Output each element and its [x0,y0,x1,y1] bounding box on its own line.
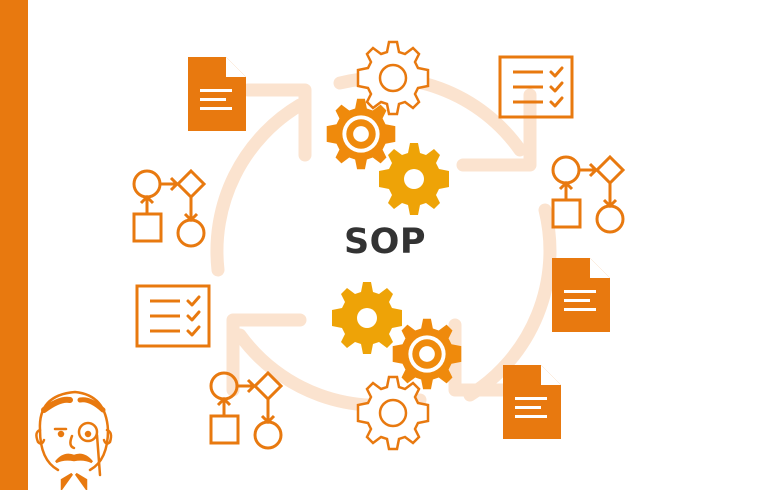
sop-title: SOP [343,222,427,262]
left-accent-bar [0,0,28,490]
gear-cluster-top [326,40,449,215]
flowchart-icon [209,371,283,450]
flowchart-icon [551,155,625,234]
arrow-arc-top-left [210,98,307,277]
mascot-face-icon [35,390,113,490]
arrow-arc-bottom-right [463,203,557,402]
checklist-icon [135,284,211,348]
gear-cluster-bottom [332,282,462,451]
flowchart-icon [132,169,206,248]
document-icon [552,258,610,332]
document-icon [188,57,246,131]
document-icon [503,365,561,439]
